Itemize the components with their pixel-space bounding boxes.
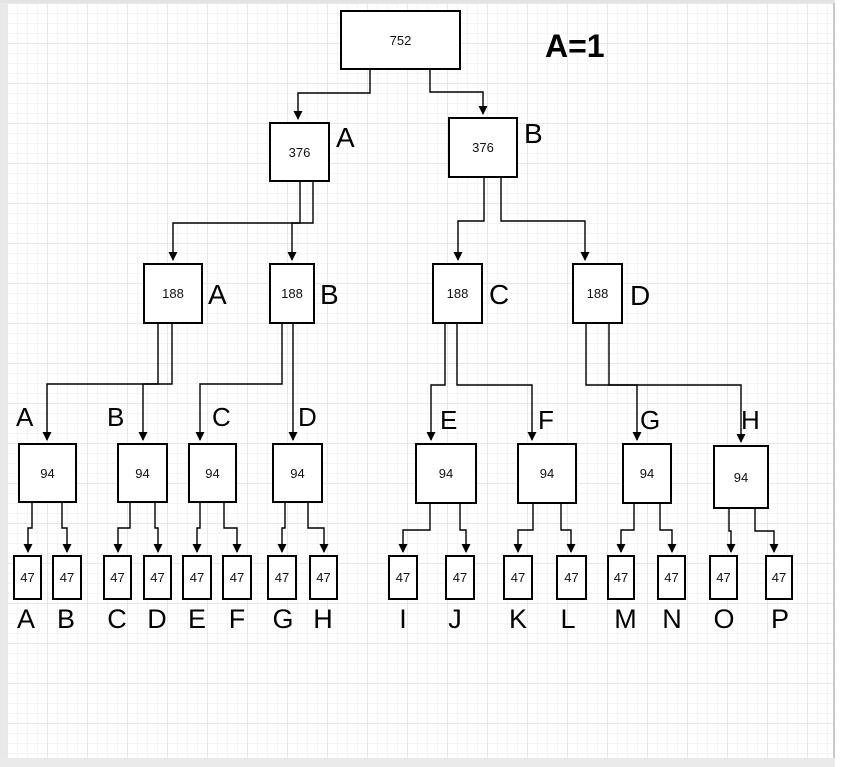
- label-94-B[interactable]: B: [107, 402, 125, 432]
- label-94-F[interactable]: F: [538, 405, 554, 435]
- label-94-H[interactable]: H: [741, 405, 760, 435]
- node-94-H[interactable]: 94: [713, 445, 769, 509]
- leaf-label-G[interactable]: G: [272, 604, 294, 634]
- node-94-E[interactable]: 94: [415, 443, 477, 504]
- leaf-47-C[interactable]: 47: [103, 555, 132, 600]
- leaf-label-O[interactable]: O: [713, 604, 735, 634]
- node-94-F[interactable]: 94: [517, 443, 577, 504]
- label-376-A[interactable]: A: [336, 122, 355, 153]
- node-188-D[interactable]: 188: [572, 263, 623, 324]
- leaf-47-B[interactable]: 47: [52, 555, 82, 600]
- node-188-B[interactable]: 188: [269, 263, 315, 324]
- node-376-B[interactable]: 376: [448, 117, 518, 178]
- canvas-left-edge: [0, 0, 7, 767]
- label-94-G[interactable]: G: [640, 405, 661, 435]
- node-188-A[interactable]: 188: [143, 263, 203, 324]
- leaf-47-L[interactable]: 47: [556, 555, 587, 600]
- leaf-label-A[interactable]: A: [16, 604, 35, 634]
- node-94-G[interactable]: 94: [622, 443, 672, 504]
- node-94-A[interactable]: 94: [18, 443, 77, 503]
- node-94-C[interactable]: 94: [188, 443, 237, 503]
- label-188-B[interactable]: B: [320, 279, 339, 310]
- label-188-C[interactable]: C: [489, 279, 510, 310]
- canvas-top-edge: [0, 0, 835, 3]
- canvas-bottom-scroll-area[interactable]: [0, 758, 835, 767]
- label-188-D[interactable]: D: [630, 280, 651, 311]
- leaf-47-G[interactable]: 47: [267, 555, 297, 600]
- node-94-B[interactable]: 94: [117, 443, 168, 503]
- node-376-A[interactable]: 376: [269, 122, 330, 182]
- label-376-B[interactable]: B: [524, 118, 543, 149]
- leaf-label-N[interactable]: N: [662, 604, 682, 634]
- leaf-47-D[interactable]: 47: [143, 555, 172, 600]
- leaf-label-I[interactable]: I: [399, 604, 407, 634]
- leaf-label-C[interactable]: C: [107, 604, 127, 634]
- leaf-47-H[interactable]: 47: [309, 555, 338, 600]
- leaf-47-P[interactable]: 47: [765, 555, 793, 600]
- node-752[interactable]: 752: [340, 10, 461, 70]
- label-94-A[interactable]: A: [16, 402, 34, 432]
- leaf-label-E[interactable]: E: [187, 604, 206, 634]
- leaf-label-P[interactable]: P: [770, 604, 789, 634]
- leaf-47-F[interactable]: 47: [222, 555, 252, 600]
- leaf-label-J[interactable]: J: [448, 604, 462, 634]
- leaf-label-D[interactable]: D: [147, 604, 167, 634]
- leaf-label-M[interactable]: M: [614, 604, 637, 634]
- canvas-grid: [7, 3, 835, 758]
- label-94-D[interactable]: D: [298, 402, 317, 432]
- node-94-D[interactable]: 94: [272, 443, 323, 503]
- label-94-C[interactable]: C: [212, 402, 231, 432]
- node-188-C[interactable]: 188: [432, 263, 483, 324]
- leaf-47-O[interactable]: 47: [709, 555, 738, 600]
- leaf-47-A[interactable]: 47: [13, 555, 42, 600]
- annotation-a-equals-1[interactable]: A=1: [545, 28, 605, 64]
- label-188-A[interactable]: A: [208, 279, 227, 310]
- leaf-47-N[interactable]: 47: [657, 555, 686, 600]
- leaf-47-E[interactable]: 47: [182, 555, 212, 600]
- leaf-label-K[interactable]: K: [508, 604, 527, 634]
- leaf-label-F[interactable]: F: [228, 604, 246, 634]
- leaf-47-J[interactable]: 47: [445, 555, 475, 600]
- leaf-label-H[interactable]: H: [313, 604, 333, 634]
- leaf-label-L[interactable]: L: [560, 604, 576, 634]
- leaf-47-I[interactable]: 47: [388, 555, 418, 600]
- leaf-47-K[interactable]: 47: [503, 555, 533, 600]
- label-94-E[interactable]: E: [440, 405, 458, 435]
- leaf-label-B[interactable]: B: [56, 604, 75, 634]
- leaf-47-M[interactable]: 47: [607, 555, 635, 600]
